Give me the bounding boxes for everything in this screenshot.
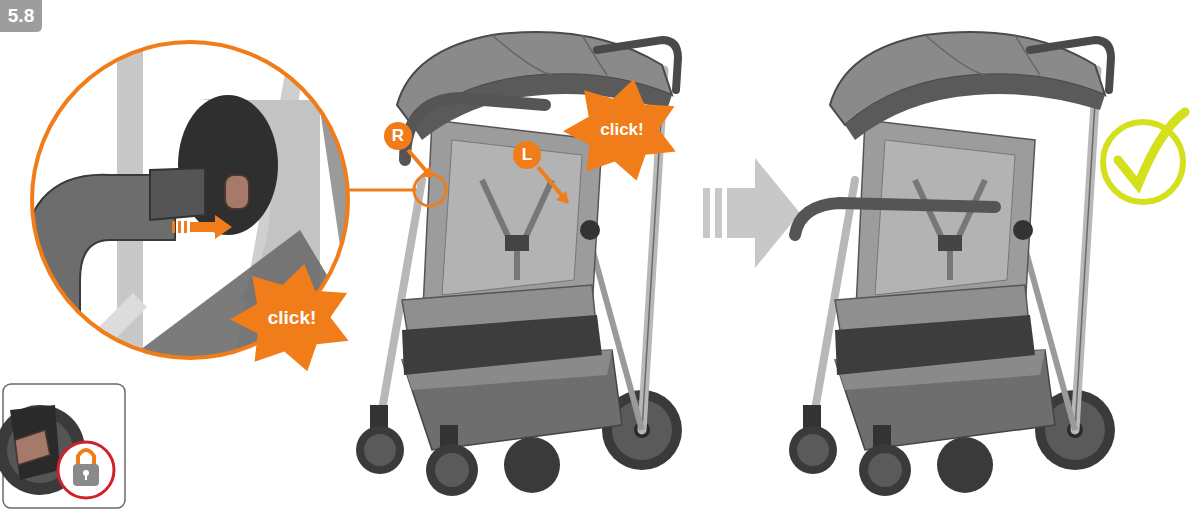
step-number-text: 5.8 [8, 5, 34, 27]
side-marker-text: L [522, 145, 532, 165]
side-marker: L [513, 141, 541, 169]
side-marker: R [384, 122, 412, 150]
click-star-text: click! [600, 120, 643, 140]
next-arrow [703, 158, 800, 268]
click-star: click! [230, 263, 354, 373]
check-mark [1103, 112, 1185, 202]
side-marker-text: R [392, 126, 404, 146]
click-star: click! [563, 78, 681, 182]
click-star-text: click! [268, 307, 317, 329]
push-arrow [172, 215, 232, 239]
brake-inset [0, 384, 125, 508]
step-number: 5.8 [0, 0, 42, 32]
